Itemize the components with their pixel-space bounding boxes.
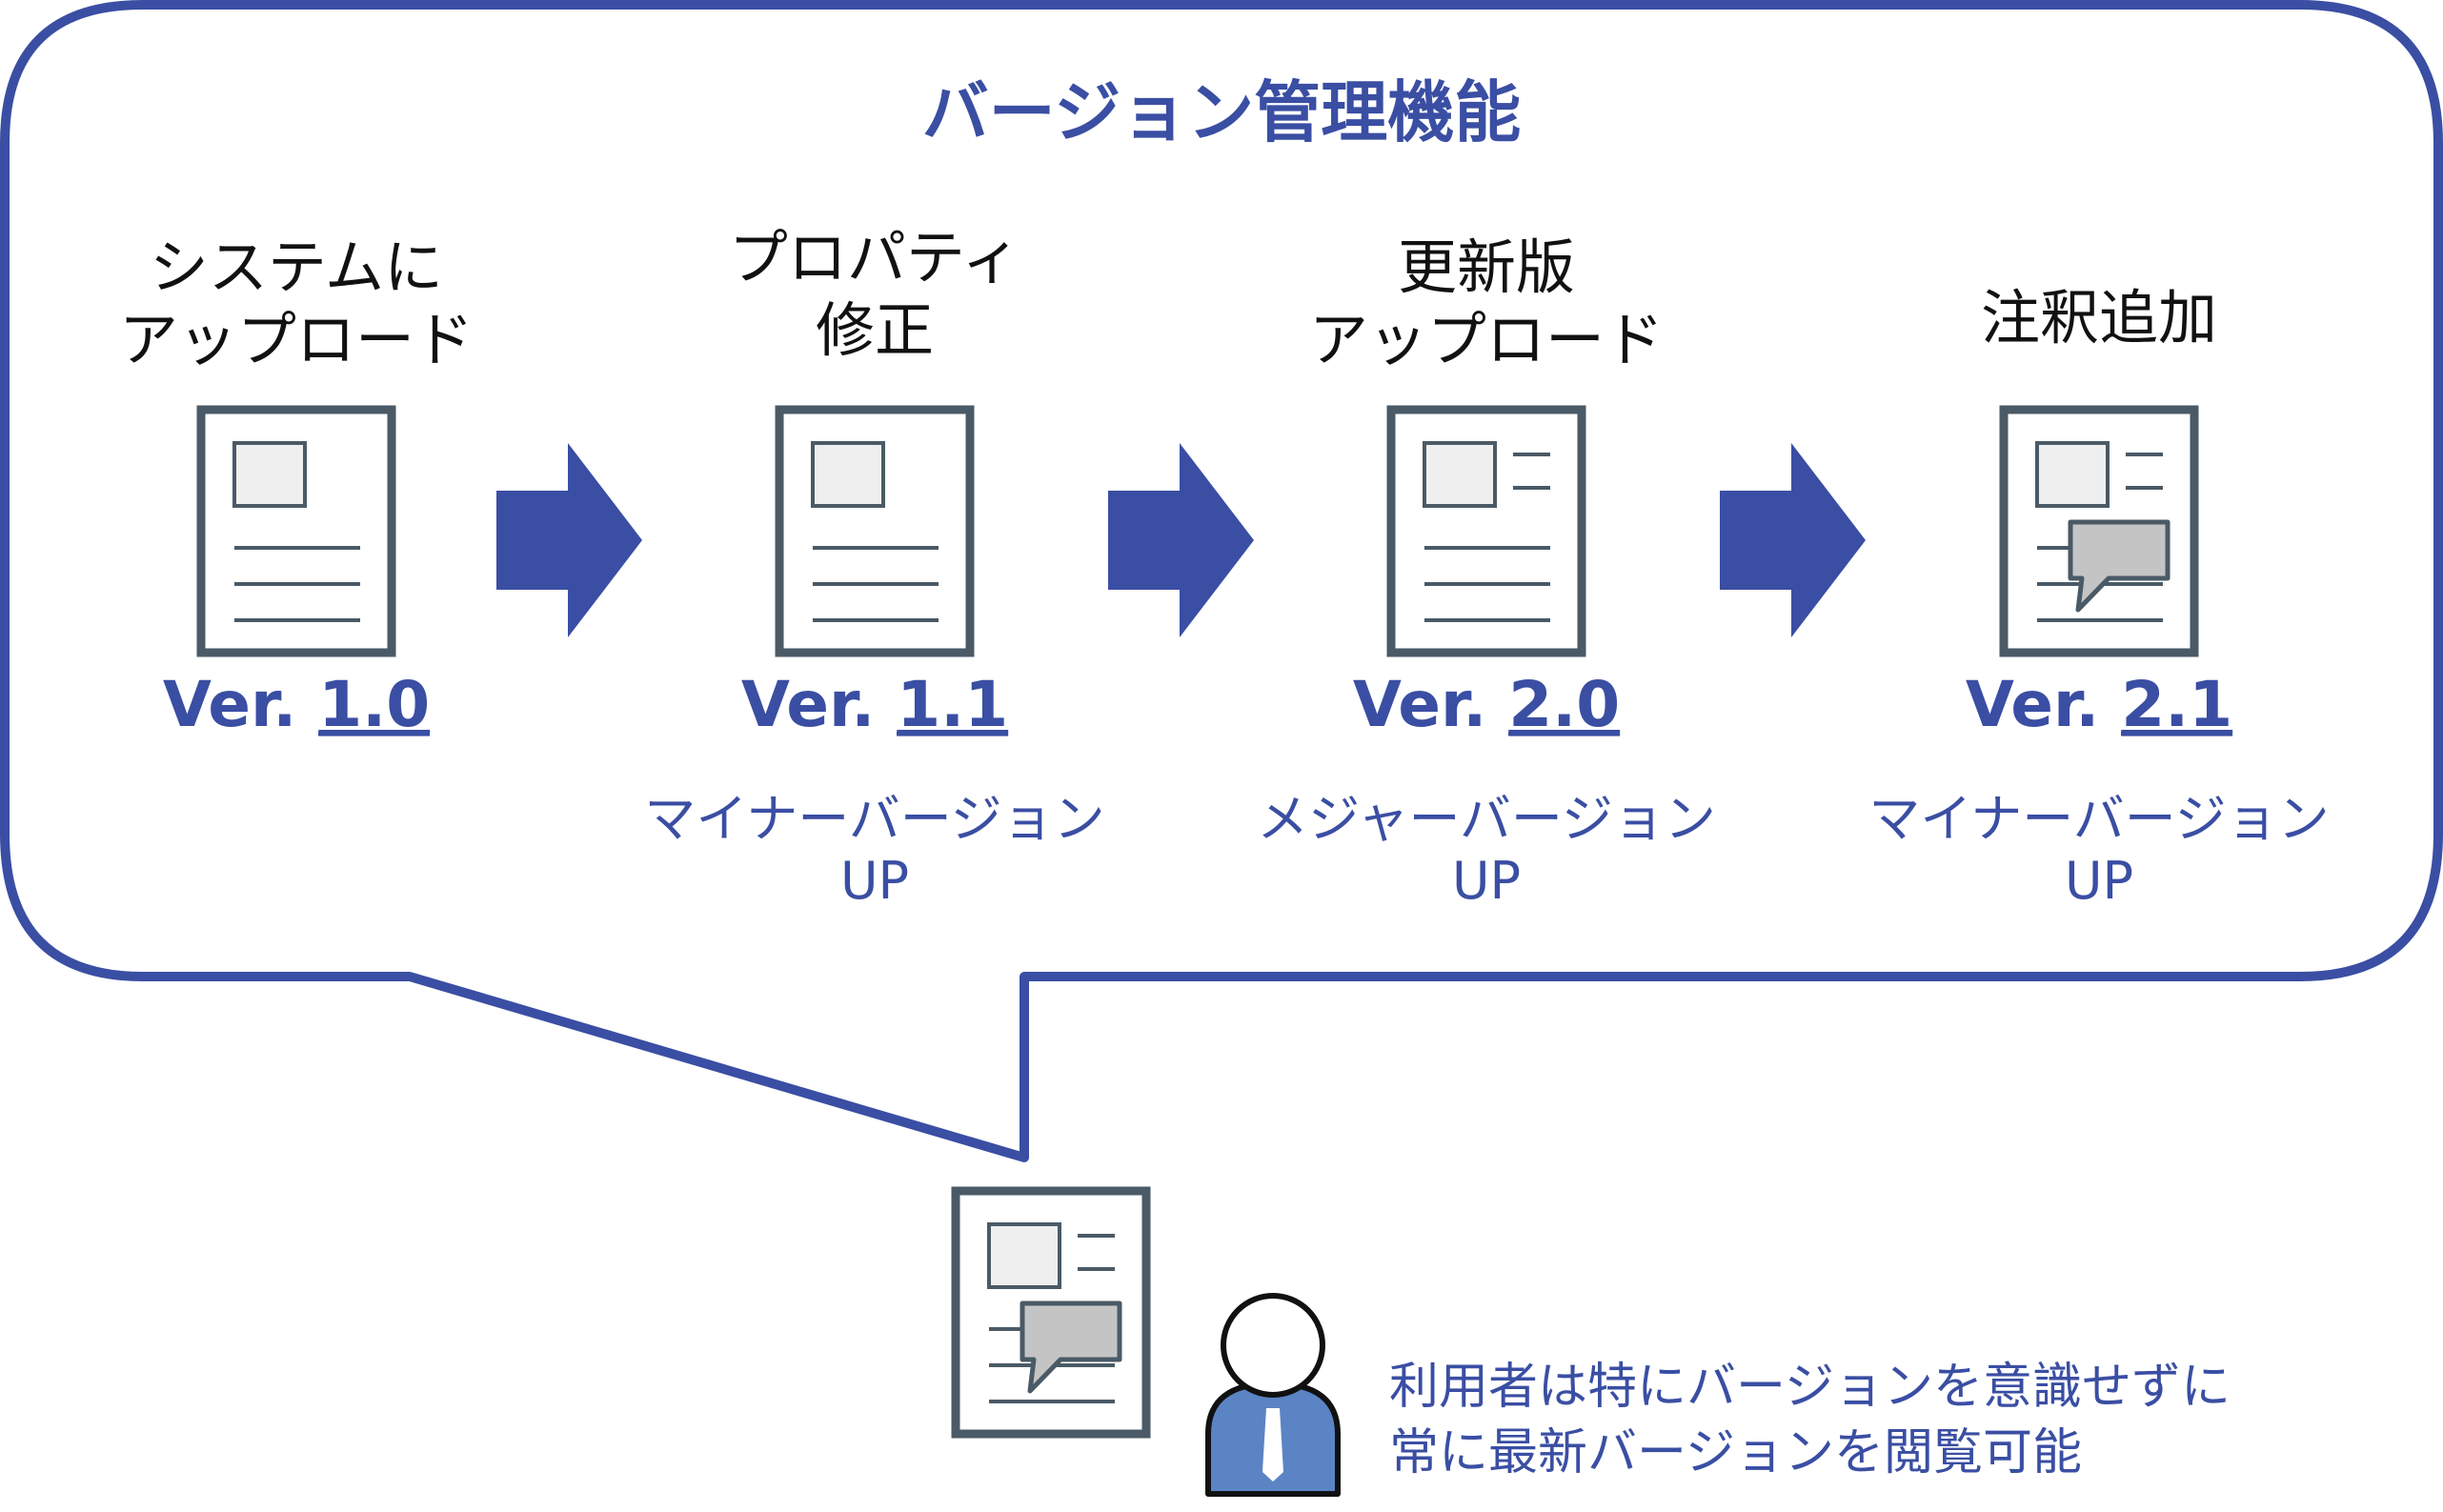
version-prefix: Ver. bbox=[1966, 668, 2121, 741]
version-prefix: Ver. bbox=[741, 668, 897, 741]
step-3-sub-line-1: メジャーバージョン bbox=[1257, 789, 1716, 849]
version-prefix: Ver. bbox=[1353, 668, 1508, 741]
comment-icon bbox=[2068, 519, 2170, 613]
version-number: 2.0 bbox=[1508, 668, 1620, 741]
step-annotation: 注釈追加 Ver. 2.1 マイナーバージョン UP bbox=[1868, 283, 2329, 911]
step-4-label-line-1: 注釈追加 bbox=[1981, 283, 2217, 353]
step-updated-upload: 更新版 アップロード Ver. 2.0 メジャーバージョン UP bbox=[1257, 232, 1716, 911]
step-2-sub-line-1: マイナーバージョン bbox=[644, 789, 1104, 849]
step-2-version: Ver. 1.1 bbox=[741, 668, 1008, 741]
user-icon bbox=[1205, 1293, 1341, 1497]
version-number: 2.1 bbox=[2121, 668, 2232, 741]
latest-document-icon bbox=[951, 1186, 1151, 1439]
step-4-version: Ver. 2.1 bbox=[1966, 668, 2232, 741]
version-prefix: Ver. bbox=[163, 668, 318, 741]
step-4-sub-line-1: マイナーバージョン bbox=[1868, 789, 2329, 849]
annotated-document-icon bbox=[1999, 405, 2199, 657]
tie-icon bbox=[1262, 1408, 1283, 1482]
document-icon bbox=[1386, 405, 1586, 657]
arrow-right-icon bbox=[1108, 443, 1254, 637]
step-4-sub-line-2: UP bbox=[2065, 851, 2133, 911]
step-2-sub-line-2: UP bbox=[840, 851, 909, 911]
version-underline bbox=[1508, 732, 1598, 736]
document-icon bbox=[775, 405, 975, 657]
step-2-label-line-1: プロパティ bbox=[729, 223, 1020, 292]
step-3-version: Ver. 2.0 bbox=[1353, 668, 1620, 741]
arrow-right-icon bbox=[496, 443, 642, 637]
diagram-title: バージョン管理機能 bbox=[922, 73, 1522, 151]
user-note-line-1: 利用者は特にバージョンを意識せずに bbox=[1389, 1359, 2231, 1416]
version-underline bbox=[2121, 732, 2211, 736]
step-2-label-line-2: 修正 bbox=[816, 295, 934, 365]
comment-icon bbox=[1020, 1300, 1122, 1394]
step-1-label-line-2: アップロード bbox=[119, 305, 474, 374]
step-1-label-line-1: システムに bbox=[150, 232, 443, 302]
version-number: 1.0 bbox=[318, 668, 430, 741]
version-underline bbox=[318, 732, 408, 736]
user-note-line-2: 常に最新バージョンを閲覧可能 bbox=[1389, 1424, 2082, 1482]
document-icon bbox=[196, 405, 396, 657]
step-3-label-line-1: 更新版 bbox=[1398, 232, 1575, 302]
version-underline bbox=[897, 732, 986, 736]
step-1-version: Ver. 1.0 bbox=[163, 668, 430, 741]
user-head bbox=[1221, 1293, 1325, 1398]
arrow-right-icon bbox=[1720, 443, 1866, 637]
step-3-label-line-2: アップロード bbox=[1309, 305, 1664, 374]
step-3-sub-line-2: UP bbox=[1452, 851, 1521, 911]
step-upload: システムに アップロード Ver. 1.0 bbox=[119, 232, 474, 741]
step-property-edit: プロパティ 修正 Ver. 1.1 マイナーバージョン UP bbox=[644, 223, 1104, 911]
version-number: 1.1 bbox=[897, 668, 1008, 741]
